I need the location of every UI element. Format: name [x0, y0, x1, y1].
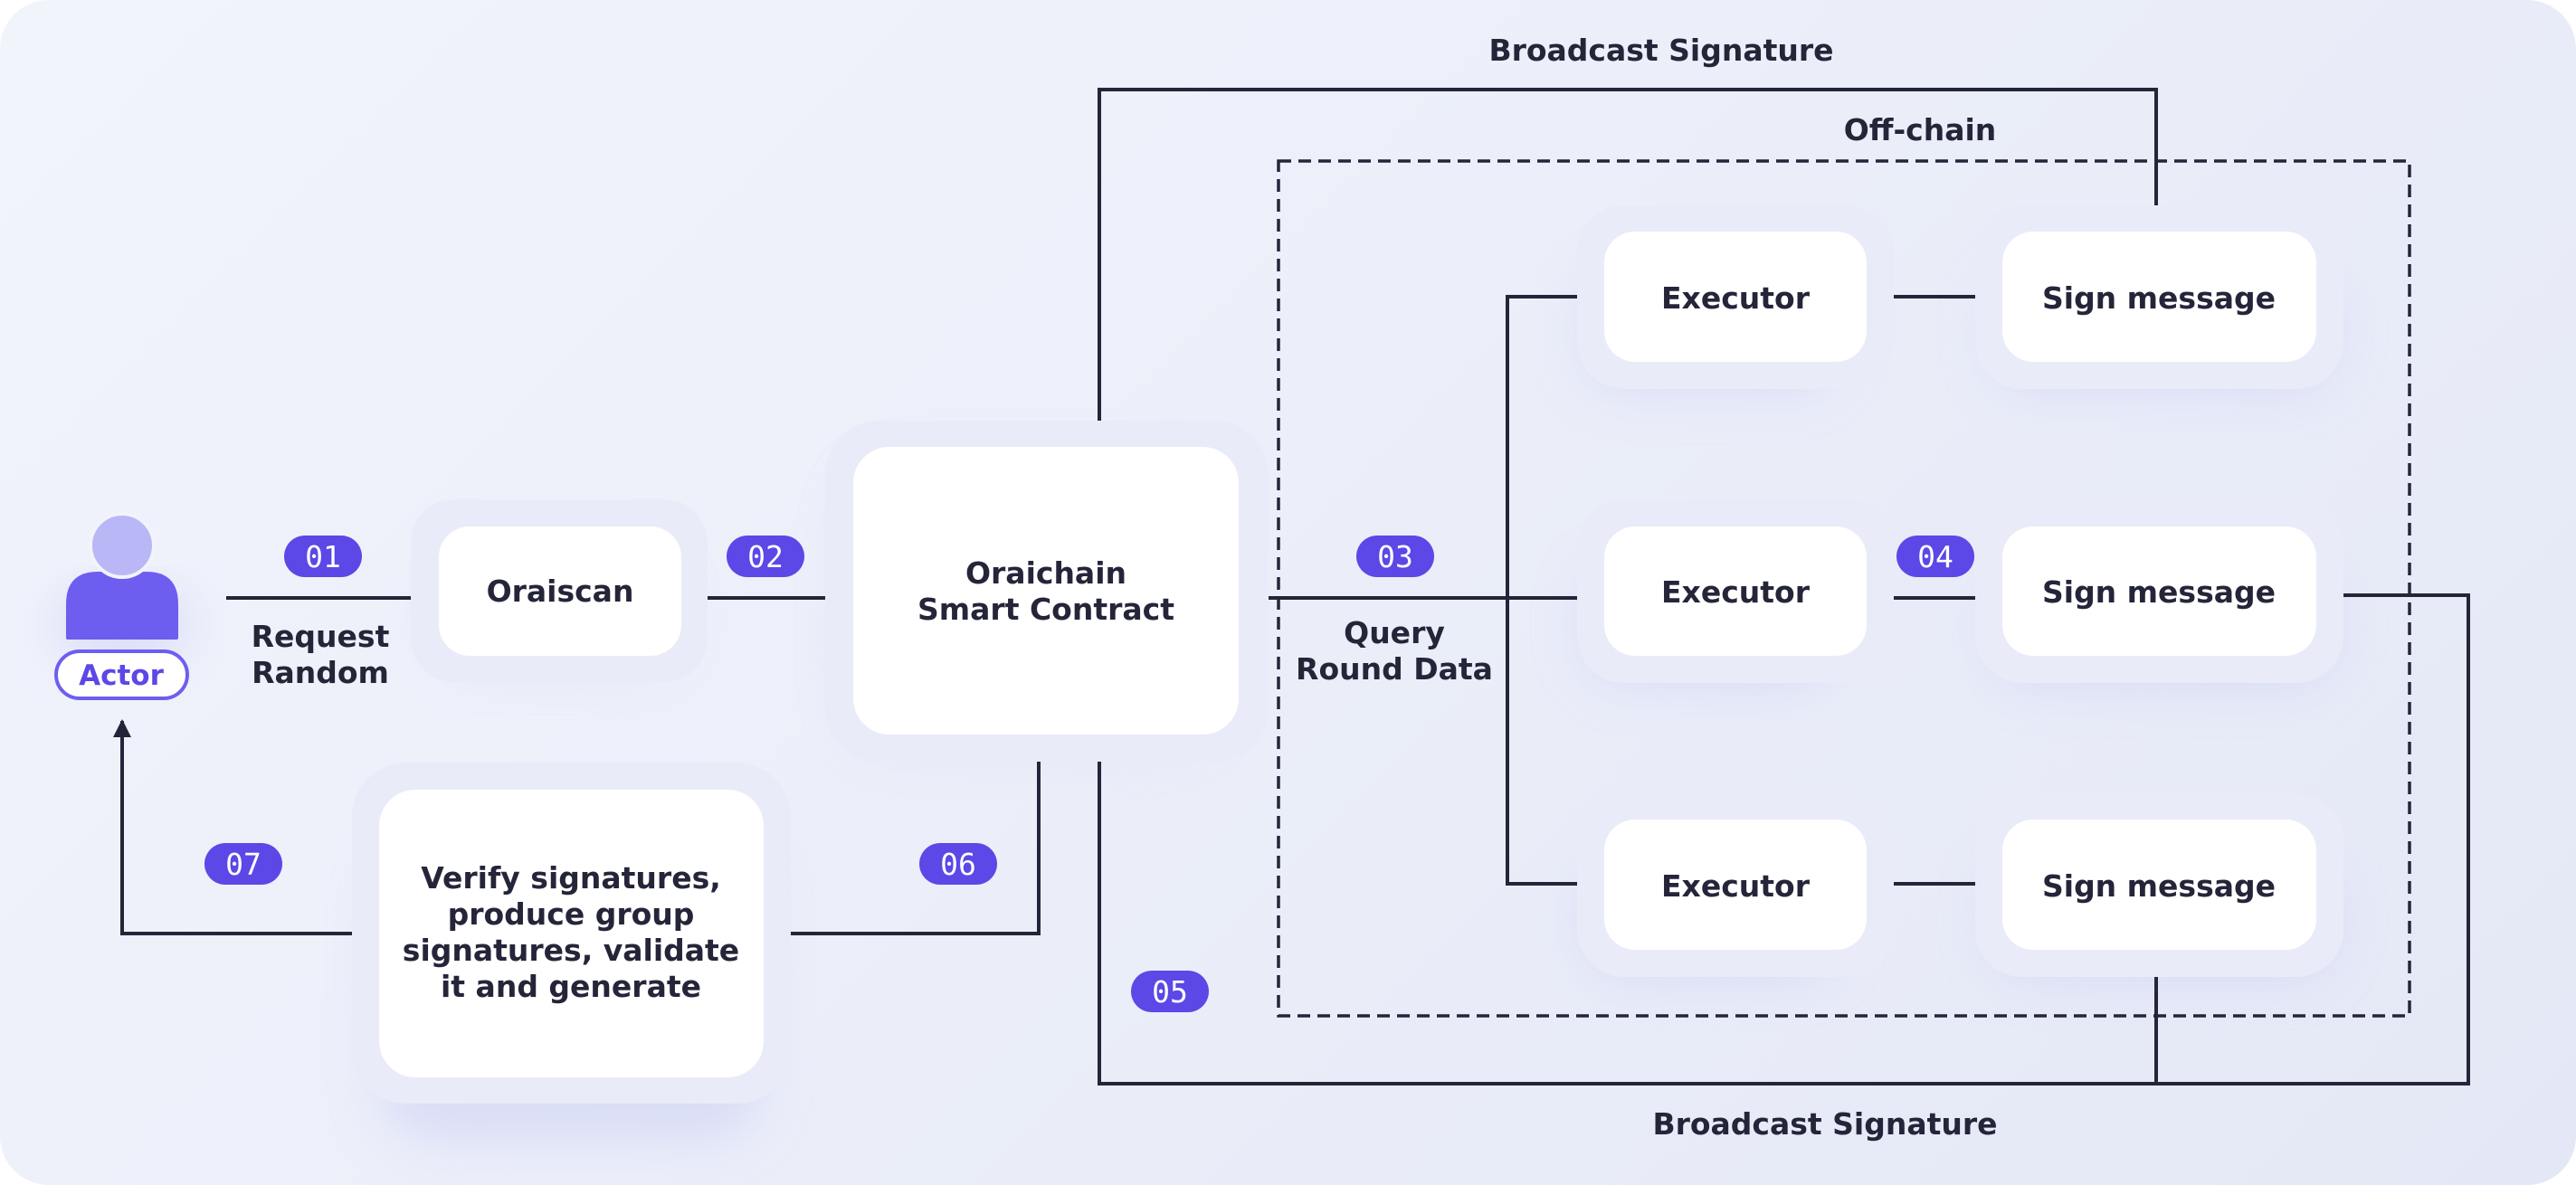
step-badge-04: 04 [1896, 536, 1974, 577]
actor-body-icon [66, 572, 178, 640]
verify-label-line2: produce group [448, 896, 695, 932]
step-badge-06: 06 [919, 843, 997, 885]
actor-head-icon [89, 512, 156, 579]
edge-contract-to-verify [770, 735, 1041, 943]
step-badge-07: 07 [204, 843, 282, 885]
contract-label-line2: Smart Contract [917, 592, 1174, 627]
query-round-data-line1: Query [1344, 615, 1445, 650]
node-executor-1: Executor [1577, 205, 1894, 389]
step-03-label: 03 [1377, 539, 1413, 574]
broadcast-signature-top-label: Broadcast Signature [1488, 33, 1833, 68]
edge-broadcast-top [1090, 88, 2158, 439]
step-01-label: 01 [305, 539, 341, 574]
node-oraiscan: Oraiscan [411, 499, 708, 682]
step-badge-01: 01 [284, 536, 362, 577]
request-random-line2: Random [252, 655, 389, 690]
executor-1-label: Executor [1661, 280, 1811, 316]
sign-1-label: Sign message [2042, 280, 2276, 316]
verify-label-line1: Verify signatures, [421, 860, 721, 896]
edge-broadcast-bottom [1090, 742, 2158, 1085]
oraiscan-label: Oraiscan [487, 574, 634, 609]
node-executor-3: Executor [1577, 793, 1894, 977]
executor-2-label: Executor [1661, 574, 1811, 610]
contract-label-line1: Oraichain [965, 555, 1126, 591]
offchain-region [1277, 159, 2411, 1018]
node-sign-message-2: Sign message [1975, 499, 2343, 683]
step-02-label: 02 [747, 539, 784, 574]
step-04-label: 04 [1917, 539, 1953, 574]
step-badges: 01 02 03 04 05 06 07 [204, 536, 1974, 1012]
step-05-label: 05 [1152, 974, 1188, 1010]
offchain-label: Off-chain [1844, 112, 1997, 147]
request-random-line1: Request [252, 619, 390, 654]
actor-label: Actor [79, 659, 164, 692]
verify-label-line4: it and generate [441, 969, 701, 1004]
edge-sign2-return [2156, 593, 2470, 1085]
verify-label-line3: signatures, validate [403, 933, 739, 968]
actor-label-pill [54, 649, 189, 700]
node-sign-message-1: Sign message [1975, 205, 2343, 389]
edge-verify-to-actor [113, 719, 378, 935]
node-sign-message-3: Sign message [1975, 793, 2343, 977]
step-badge-05: 05 [1131, 971, 1209, 1012]
step-06-label: 06 [940, 847, 976, 882]
actor: Actor [54, 512, 190, 700]
edge-executor-trunk [1506, 295, 1604, 886]
node-verify: Verify signatures, produce group signatu… [352, 763, 791, 1104]
node-smart-contract: Oraichain Smart Contract [825, 421, 1269, 762]
node-executor-2: Executor [1577, 499, 1894, 683]
query-round-data-line2: Round Data [1296, 651, 1493, 687]
connectors [113, 88, 2470, 1085]
sign-2-label: Sign message [2042, 574, 2276, 610]
step-badge-02: 02 [727, 536, 804, 577]
sign-3-label: Sign message [2042, 868, 2276, 904]
broadcast-signature-bottom-label: Broadcast Signature [1652, 1106, 1997, 1142]
executor-3-label: Executor [1661, 868, 1811, 904]
step-badge-03: 03 [1356, 536, 1434, 577]
step-07-label: 07 [225, 847, 261, 882]
